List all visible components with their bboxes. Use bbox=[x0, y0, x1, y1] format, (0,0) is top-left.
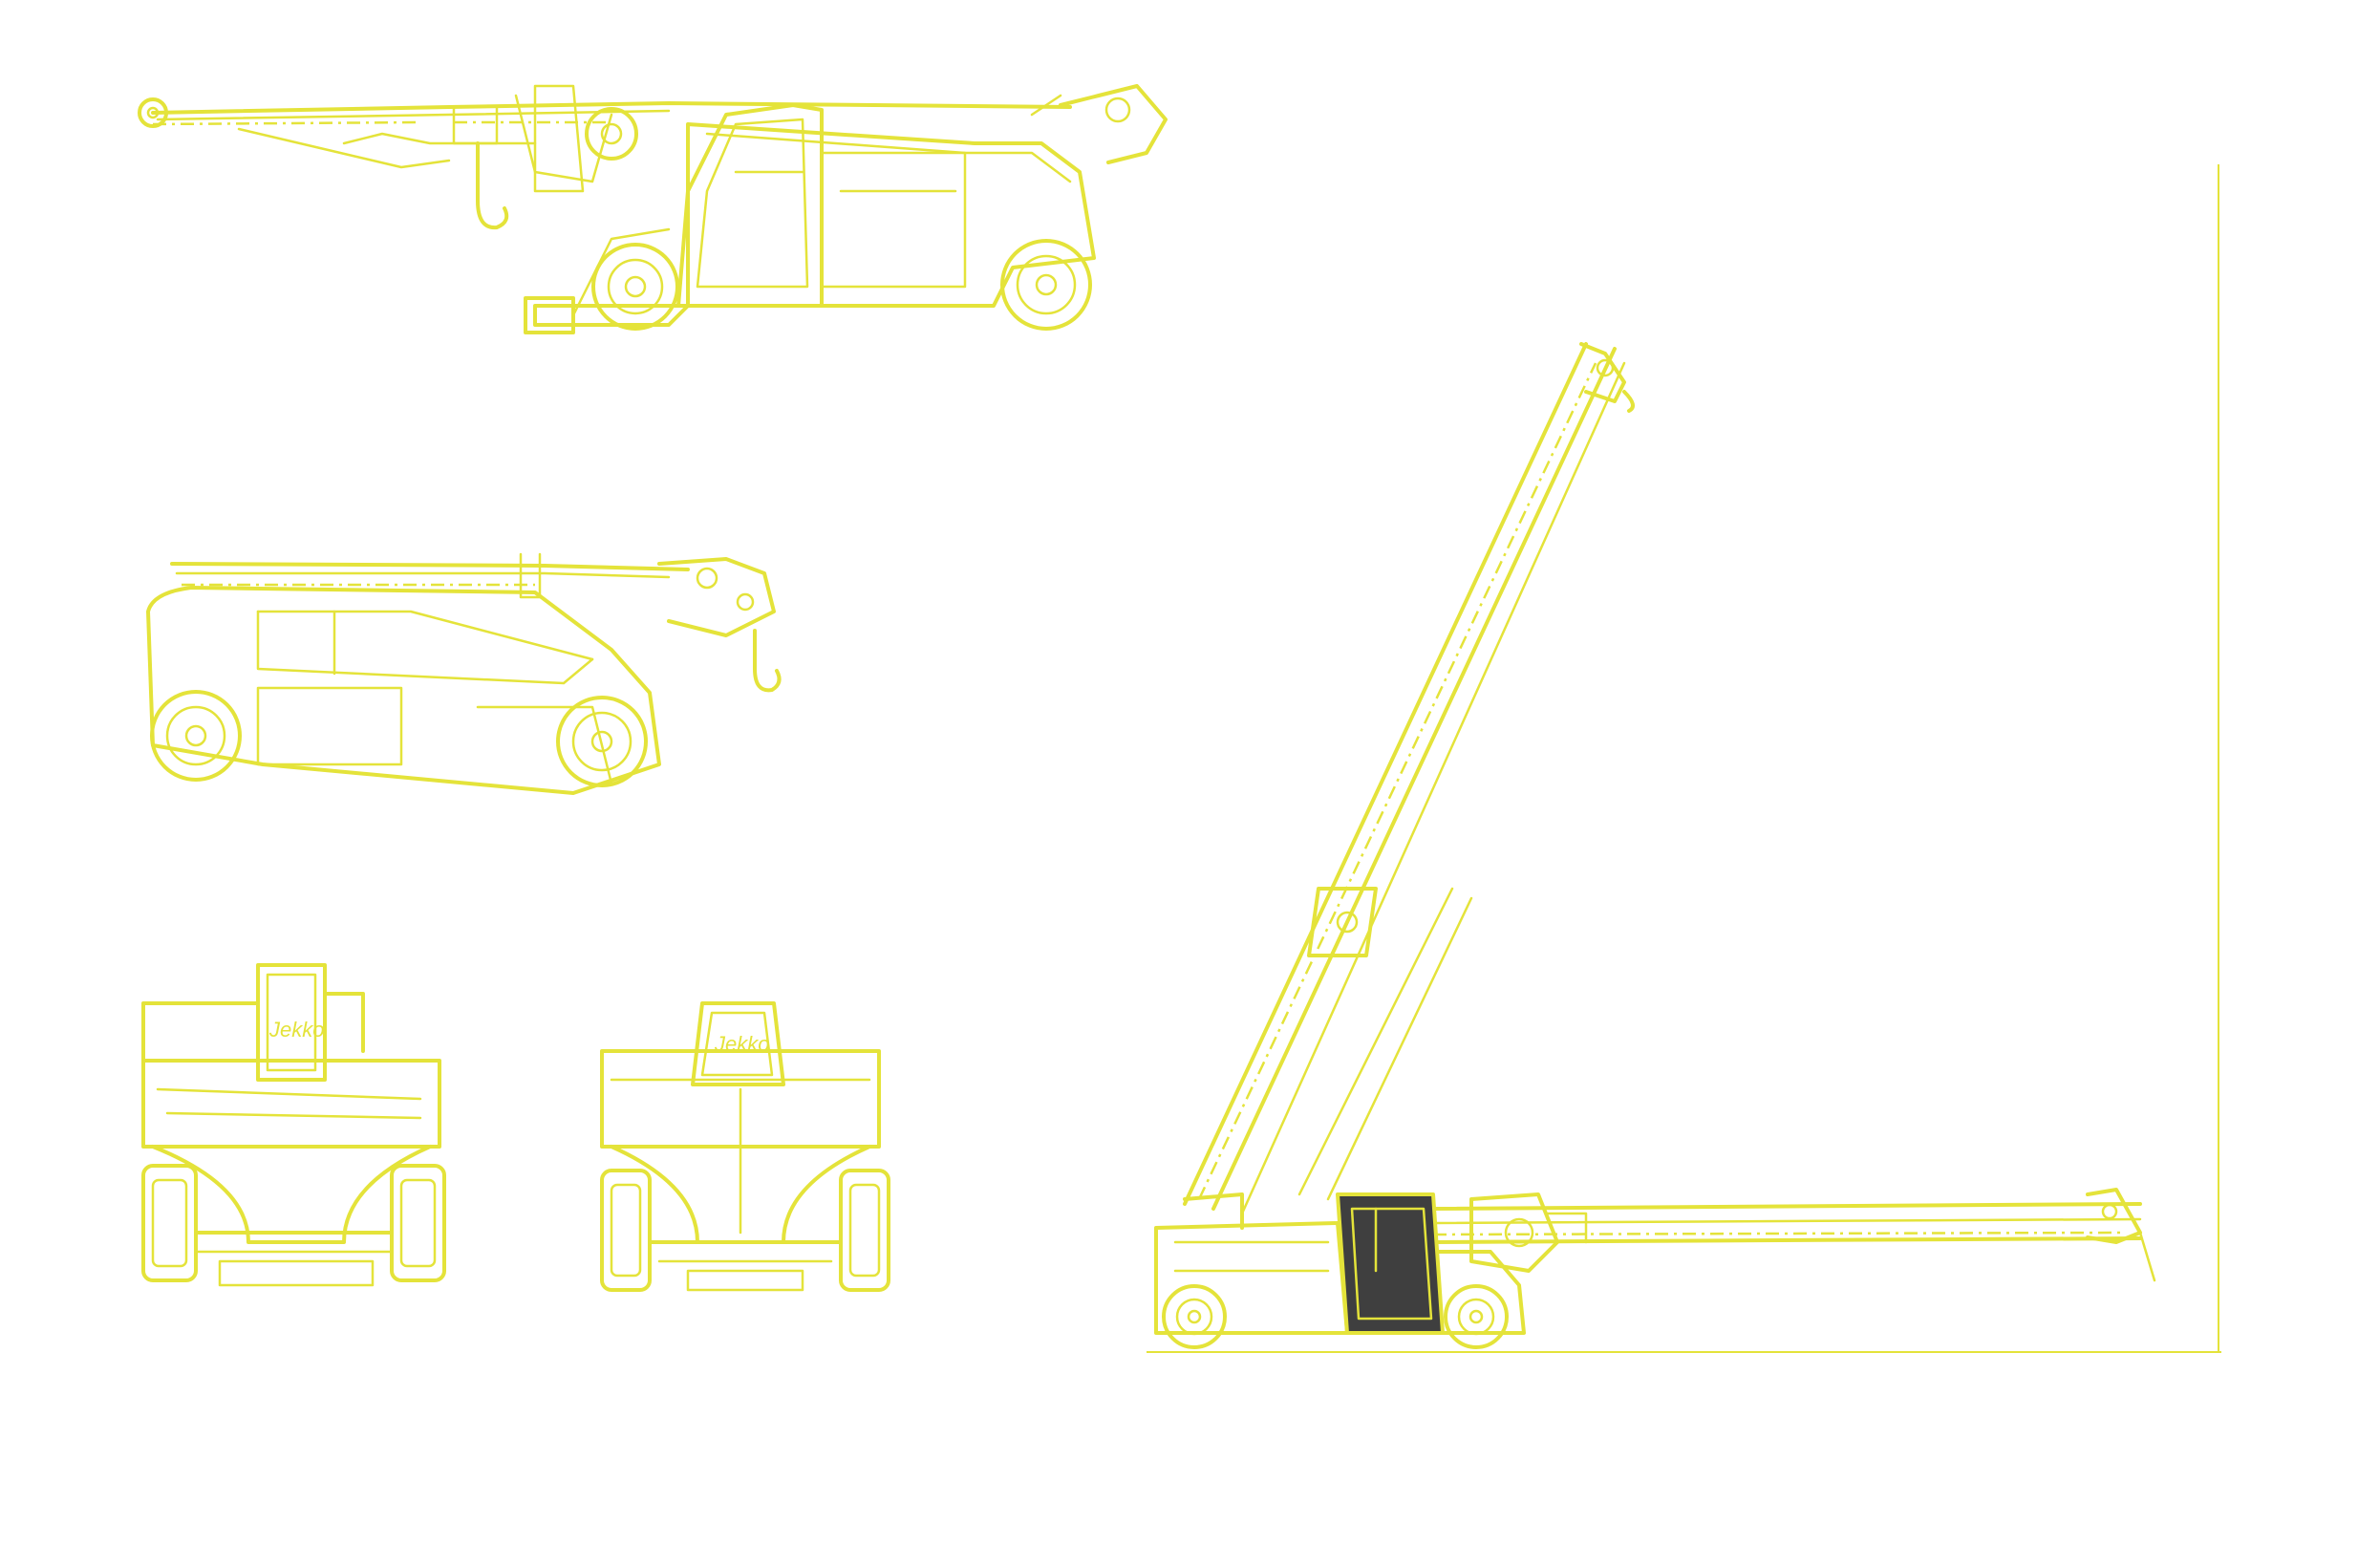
side-view-transport-boom-right bbox=[146, 552, 782, 795]
front-logo-text: Jekko bbox=[268, 1018, 324, 1042]
rear-view: Jekko bbox=[600, 1001, 890, 1292]
operator-cab bbox=[1336, 1192, 1445, 1335]
side-view-transport-boom-left bbox=[138, 84, 1168, 334]
front-view: Jekko bbox=[141, 963, 446, 1287]
side-view-working-boom-raised bbox=[1147, 164, 2221, 1353]
